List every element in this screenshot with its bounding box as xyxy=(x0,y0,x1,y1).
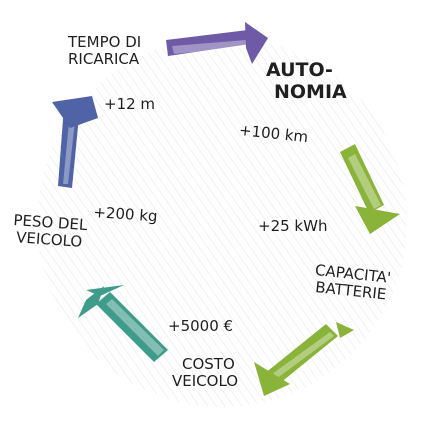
node-tempo-di-ricarica: TEMPO DI RICARICA xyxy=(68,33,142,69)
arrow-costo-to-peso xyxy=(78,285,168,362)
node-autonomia: AUTO- NOMIA xyxy=(266,59,347,104)
arrow-capacita-to-costo xyxy=(254,322,354,396)
node-autonomia-line1: AUTO- xyxy=(266,59,333,81)
arrow-peso-to-ricarica xyxy=(52,96,98,188)
node-peso-del-veicolo: PESO DEL VEICOLO xyxy=(12,211,88,252)
delta-costo: +5000 € xyxy=(168,317,234,335)
background-hatch xyxy=(37,37,407,407)
delta-ricarica: +12 m xyxy=(104,95,156,113)
node-ricarica-line2: RICARICA xyxy=(68,50,140,69)
arrow-ricarica-to-autonomia xyxy=(166,22,268,64)
node-ricarica-line1: TEMPO DI xyxy=(68,33,142,51)
node-autonomia-line2: NOMIA xyxy=(274,80,347,103)
node-costo-line1: COSTO xyxy=(182,355,235,373)
arrow-autonomia-to-capacita xyxy=(340,144,400,234)
delta-capacita: +25 kWh xyxy=(258,217,328,235)
node-costo-veicolo: COSTO VEICOLO xyxy=(172,355,239,391)
node-costo-line2: VEICOLO xyxy=(172,372,239,391)
